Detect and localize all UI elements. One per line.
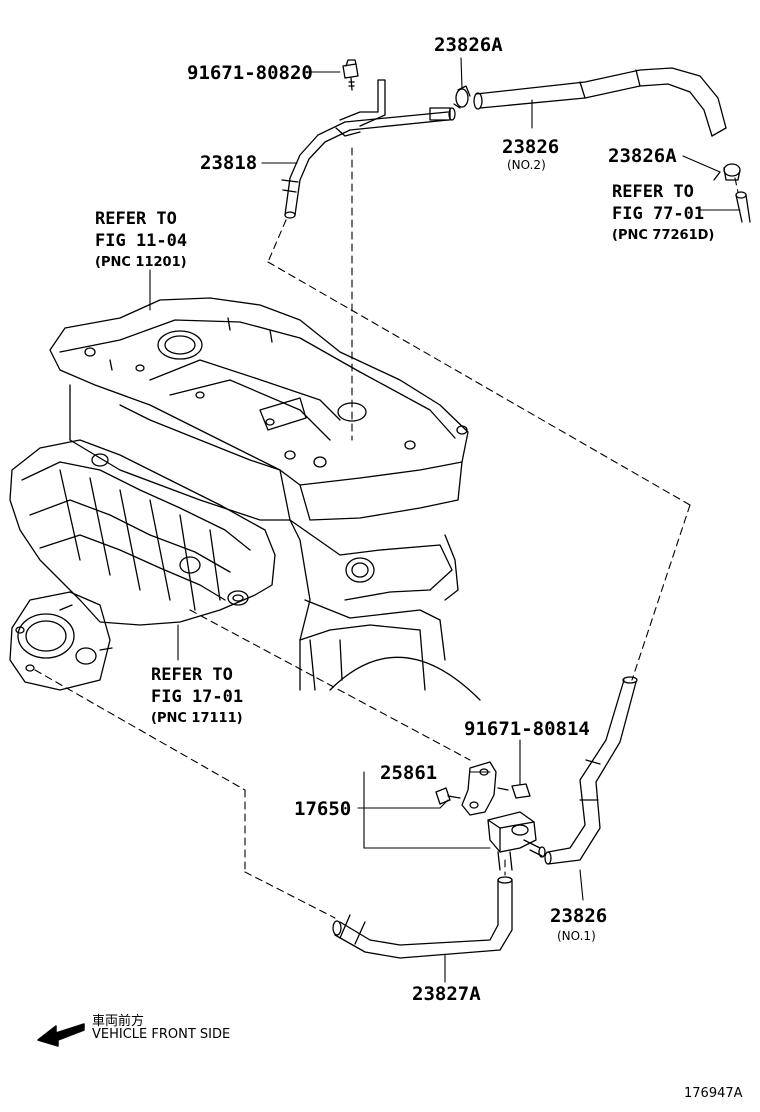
vehicle-front-english: VEHICLE FRONT SIDE bbox=[92, 1027, 231, 1042]
label-pipe-23818: 23818 bbox=[200, 152, 258, 174]
vsv-17650 bbox=[487, 811, 546, 871]
hose-23826-no2 bbox=[473, 67, 727, 137]
clamp-23826a-right bbox=[713, 163, 741, 181]
hose-23827a bbox=[332, 876, 513, 959]
label-hose-23826-no2: 23826 bbox=[502, 136, 560, 158]
label-hose-no1-note: (NO.1) bbox=[557, 929, 596, 943]
label-bolt-91671-80820: 91671-80820 bbox=[187, 62, 313, 84]
ref-line2: FIG 17-01 bbox=[151, 687, 244, 707]
label-clamp-23826a-top: 23826A bbox=[434, 34, 503, 56]
dashed-lines bbox=[34, 147, 739, 919]
bolt-91671-80820 bbox=[342, 59, 359, 91]
ref-line1: REFER TO bbox=[612, 182, 694, 202]
ref-line3: (PNC 11201) bbox=[95, 255, 187, 270]
ref-line3: (PNC 77261D) bbox=[612, 228, 715, 243]
bracket-25861 bbox=[461, 761, 497, 816]
bolt-91671-80814 bbox=[497, 783, 531, 799]
diagram-id: 176947A bbox=[684, 1086, 743, 1101]
reference-fig-11-04: REFER TO FIG 11-04 (PNC 11201) bbox=[95, 208, 187, 274]
vehicle-front-arrow-icon bbox=[37, 1023, 85, 1047]
hose-23826-no1 bbox=[544, 676, 638, 865]
ref-line1: REFER TO bbox=[95, 209, 177, 229]
ref-line2: FIG 11-04 bbox=[95, 231, 188, 251]
label-bolt-91671-80814: 91671-80814 bbox=[464, 718, 590, 740]
ref-line1: REFER TO bbox=[151, 665, 233, 685]
label-hose-23826-no1: 23826 bbox=[550, 905, 608, 927]
vehicle-front-japanese: 車両前方 bbox=[92, 1014, 145, 1029]
pipe-end-right bbox=[735, 191, 751, 223]
label-clamp-23826a-right: 23826A bbox=[608, 145, 677, 167]
bolt-17650-screw bbox=[435, 787, 461, 805]
reference-fig-77-01: REFER TO FIG 77-01 (PNC 77261D) bbox=[612, 181, 714, 247]
label-vsv-17650: 17650 bbox=[294, 798, 352, 820]
clamp-23826a-top bbox=[453, 85, 471, 109]
intake-manifold bbox=[9, 439, 276, 691]
label-hose-no2-note: (NO.2) bbox=[507, 158, 546, 172]
label-bracket-25861: 25861 bbox=[380, 762, 438, 784]
reference-fig-17-01: REFER TO FIG 17-01 (PNC 17111) bbox=[151, 664, 243, 730]
ref-line3: (PNC 17111) bbox=[151, 711, 243, 726]
engine-block bbox=[49, 297, 481, 701]
label-hose-23827a: 23827A bbox=[412, 983, 481, 1005]
ref-line2: FIG 77-01 bbox=[612, 204, 705, 224]
pipe-23818 bbox=[281, 79, 456, 219]
